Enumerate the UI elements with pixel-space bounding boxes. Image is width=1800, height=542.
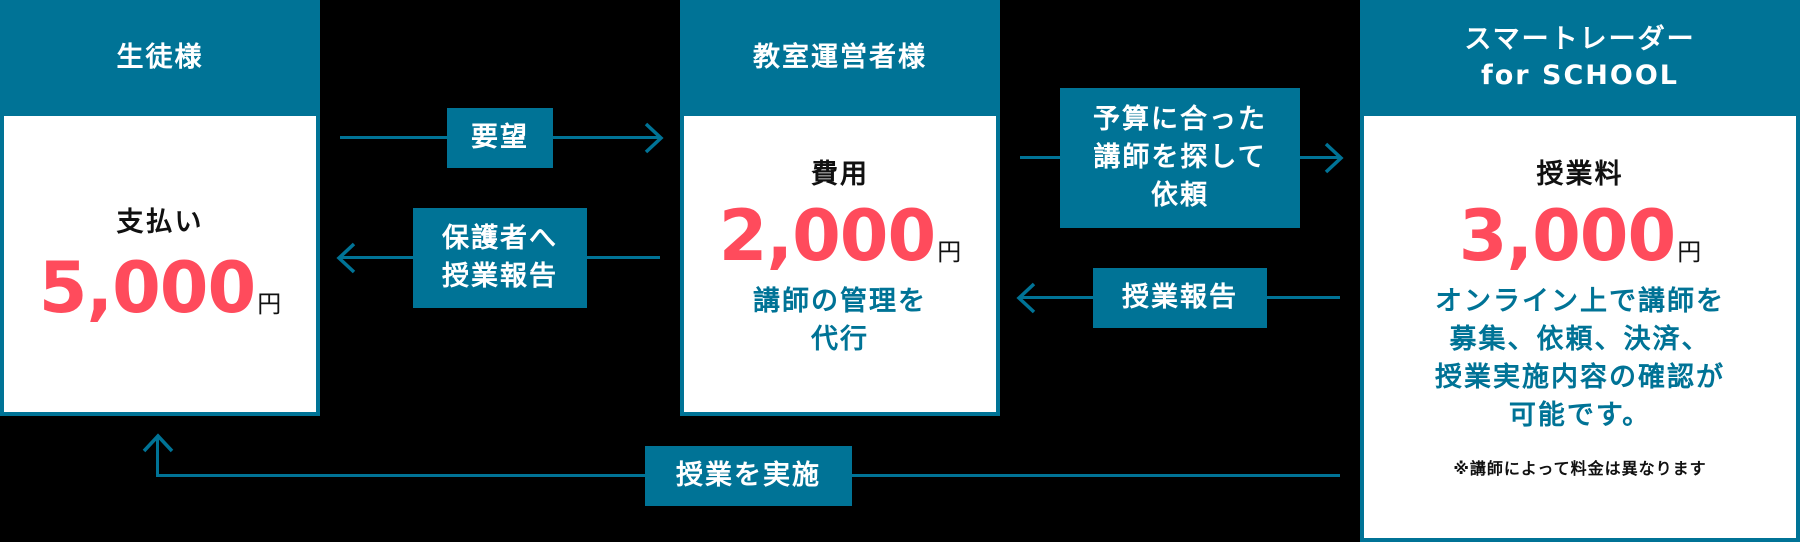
platform-desc-line: 募集、依頼、決済、: [1449, 324, 1711, 355]
conduct-lesson-label: 授業を実施: [645, 446, 852, 506]
arrow-right-icon: [1324, 142, 1344, 174]
platform-note: ※講師によって料金は異なります: [1453, 459, 1707, 478]
platform-title: スマートレーダー for SCHOOL: [1360, 0, 1800, 116]
operator-desc-line: 代行: [811, 324, 869, 355]
platform-amount: 3,000: [1458, 195, 1676, 277]
student-body: 支払い 5,000 円: [4, 116, 316, 412]
operator-body: 費用 2,000 円 講師の管理を 代行: [684, 116, 996, 412]
arrow-right-icon: [644, 122, 664, 154]
find-tutor-line: 依頼: [1151, 180, 1209, 211]
arrow-left-icon: [1016, 282, 1036, 314]
platform-label: 授業料: [1536, 159, 1624, 190]
arrow-up-icon: [142, 433, 174, 453]
platform-title-line: for SCHOOL: [1481, 60, 1679, 91]
student-amount: 5,000: [38, 247, 256, 329]
find-tutor-label: 予算に合った 講師を探して 依頼: [1060, 88, 1300, 228]
platform-card: スマートレーダー for SCHOOL 授業料 3,000 円 オンライン上で講…: [1360, 0, 1800, 542]
arrow-left-icon: [336, 242, 356, 274]
request-label: 要望: [447, 108, 553, 168]
operator-desc-line: 講師の管理を: [753, 286, 927, 317]
student-price: 5,000 円: [39, 253, 281, 323]
parent-report-label: 保護者へ 授業報告: [413, 208, 587, 308]
operator-description: 講師の管理を 代行: [753, 283, 927, 359]
find-tutor-line: 講師を探して: [1093, 142, 1267, 173]
student-card: 生徒様 支払い 5,000 円: [0, 0, 320, 416]
platform-price: 3,000 円: [1459, 201, 1701, 271]
student-unit: 円: [257, 290, 282, 318]
platform-desc-line: オンライン上で講師を: [1435, 286, 1725, 317]
platform-body: 授業料 3,000 円 オンライン上で講師を 募集、依頼、決済、 授業実施内容の…: [1364, 116, 1796, 538]
platform-title-line: スマートレーダー: [1464, 24, 1696, 55]
platform-desc-line: 授業実施内容の確認が: [1435, 362, 1725, 393]
parent-report-line: 授業報告: [442, 261, 558, 292]
operator-card: 教室運営者様 費用 2,000 円 講師の管理を 代行: [680, 0, 1000, 416]
platform-desc-line: 可能です。: [1508, 400, 1652, 431]
operator-unit: 円: [937, 238, 962, 266]
platform-unit: 円: [1677, 238, 1702, 266]
student-title: 生徒様: [116, 42, 204, 73]
student-label: 支払い: [116, 207, 204, 238]
operator-amount: 2,000: [718, 195, 936, 277]
operator-title: 教室運営者様: [753, 42, 927, 73]
conduct-lesson-arrow-vertical: [156, 436, 159, 477]
parent-report-line: 保護者へ: [442, 223, 558, 254]
operator-price: 2,000 円: [719, 201, 961, 271]
find-tutor-line: 予算に合った: [1093, 104, 1267, 135]
platform-description: オンライン上で講師を 募集、依頼、決済、 授業実施内容の確認が 可能です。: [1435, 283, 1725, 435]
operator-label: 費用: [811, 159, 869, 190]
lesson-report-label: 授業報告: [1093, 268, 1267, 328]
